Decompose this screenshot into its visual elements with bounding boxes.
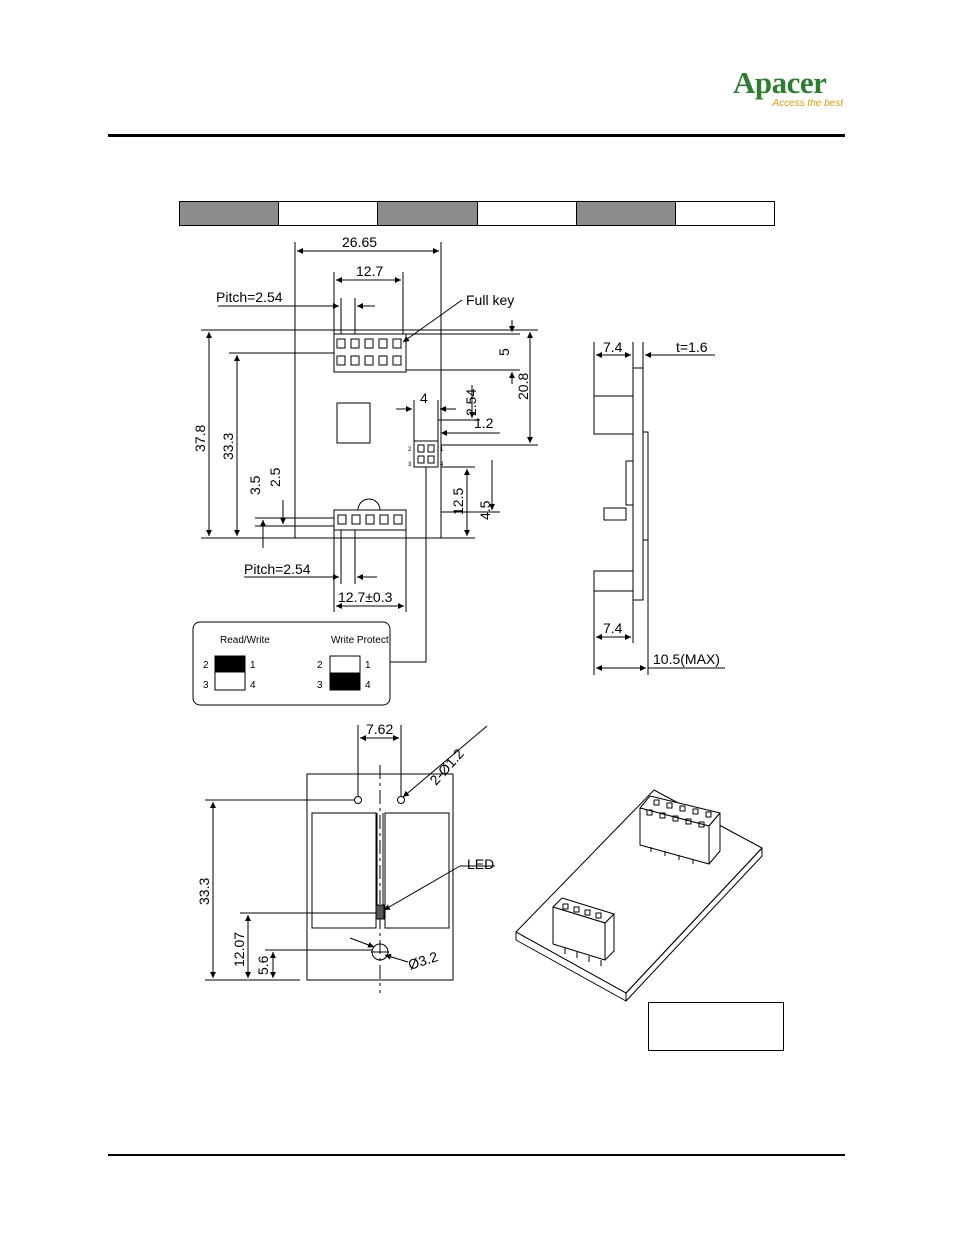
- write-protect-cap: [330, 673, 360, 690]
- dim-12-5: 12.5: [450, 488, 466, 515]
- dim-2-54: 2.54: [463, 389, 479, 416]
- led-label: LED: [467, 856, 494, 872]
- dim-overall-width: 26.65: [342, 234, 377, 250]
- side-bottom-header: [594, 571, 633, 591]
- top-view-labels: 26.65 12.7 Pitch=2.54 Full key 5 20.8 4 …: [192, 234, 531, 605]
- jumper-pin-label: 3: [408, 462, 412, 468]
- legend-pin-label: 3: [317, 680, 323, 691]
- jumper-pin-label: 1: [440, 447, 444, 453]
- dim-5: 5: [496, 348, 512, 356]
- isometric-view: [516, 790, 762, 1001]
- hole-callout: 2-Ø1.2: [426, 745, 467, 788]
- jumper-pin-label: 2: [408, 447, 412, 453]
- dim-max-height: 10.5(MAX): [653, 651, 720, 667]
- read-write-label: Read/Write: [220, 635, 270, 646]
- dim-33-3: 33.3: [220, 433, 236, 460]
- dim-hole-spacing: 7.62: [366, 721, 393, 737]
- legend-pin-label: 1: [250, 660, 256, 671]
- top-header-pins: [337, 339, 401, 365]
- side-jumper: [604, 508, 626, 520]
- pitch-top-label: Pitch=2.54: [216, 289, 283, 305]
- legend-pin-label: 1: [365, 660, 371, 671]
- dim-3-5: 3.5: [247, 475, 263, 495]
- bottom-pad-right: [385, 813, 449, 928]
- footer-rule: [108, 1154, 845, 1156]
- dim-4: 4: [420, 390, 428, 406]
- full-key-label: Full key: [466, 292, 514, 308]
- pitch-bottom-label: Pitch=2.54: [244, 561, 311, 577]
- bottom-header-pins: [338, 515, 402, 524]
- dim-bottom-span: 12.7±0.3: [338, 589, 393, 605]
- side-top-header: [594, 396, 633, 434]
- dim-side-7-4-top: 7.4: [603, 339, 623, 355]
- write-protect-label: Write Protect: [331, 635, 389, 646]
- side-chip: [626, 461, 633, 505]
- hole-right: [398, 797, 405, 804]
- jumper-pin-numbers: 2 1 3 4: [408, 447, 444, 468]
- dim-20-8: 20.8: [515, 373, 531, 400]
- controller-chip: [337, 403, 370, 443]
- pcb-outline: [295, 330, 441, 538]
- led-marker: [376, 905, 384, 919]
- dim-37-8: 37.8: [192, 425, 208, 452]
- side-pcb: [633, 368, 643, 600]
- read-write-cap: [215, 656, 245, 672]
- dim-12-07: 12.07: [231, 932, 247, 967]
- dim-1-2: 1.2: [474, 415, 494, 431]
- legend-pin-label: 2: [203, 660, 209, 671]
- dim-thickness: t=1.6: [676, 339, 708, 355]
- side-rear-component: [643, 432, 648, 540]
- dim-5-6: 5.6: [255, 955, 271, 975]
- note-box: [648, 1002, 784, 1051]
- dim-4-5: 4.5: [477, 500, 493, 520]
- legend-pin-label: 2: [317, 660, 323, 671]
- dim-header-span: 12.7: [356, 263, 383, 279]
- legend-pin-label: 3: [203, 680, 209, 691]
- mount-hole-label: Ø3.2: [406, 948, 440, 973]
- led-dome: [358, 499, 380, 510]
- dim-side-7-4-bottom: 7.4: [603, 620, 623, 636]
- legend-pin-label: 4: [365, 680, 371, 691]
- legend-pin-label: 4: [250, 680, 256, 691]
- side-view-labels: 7.4 t=1.6 7.4 10.5(MAX): [603, 339, 720, 667]
- dim-bottom-33-3: 33.3: [196, 878, 212, 905]
- hole-left: [355, 797, 362, 804]
- bottom-pad-left: [312, 813, 376, 928]
- bottom-header: [334, 510, 406, 530]
- dim-2-5: 2.5: [267, 467, 283, 487]
- iso-board-top: [516, 790, 762, 993]
